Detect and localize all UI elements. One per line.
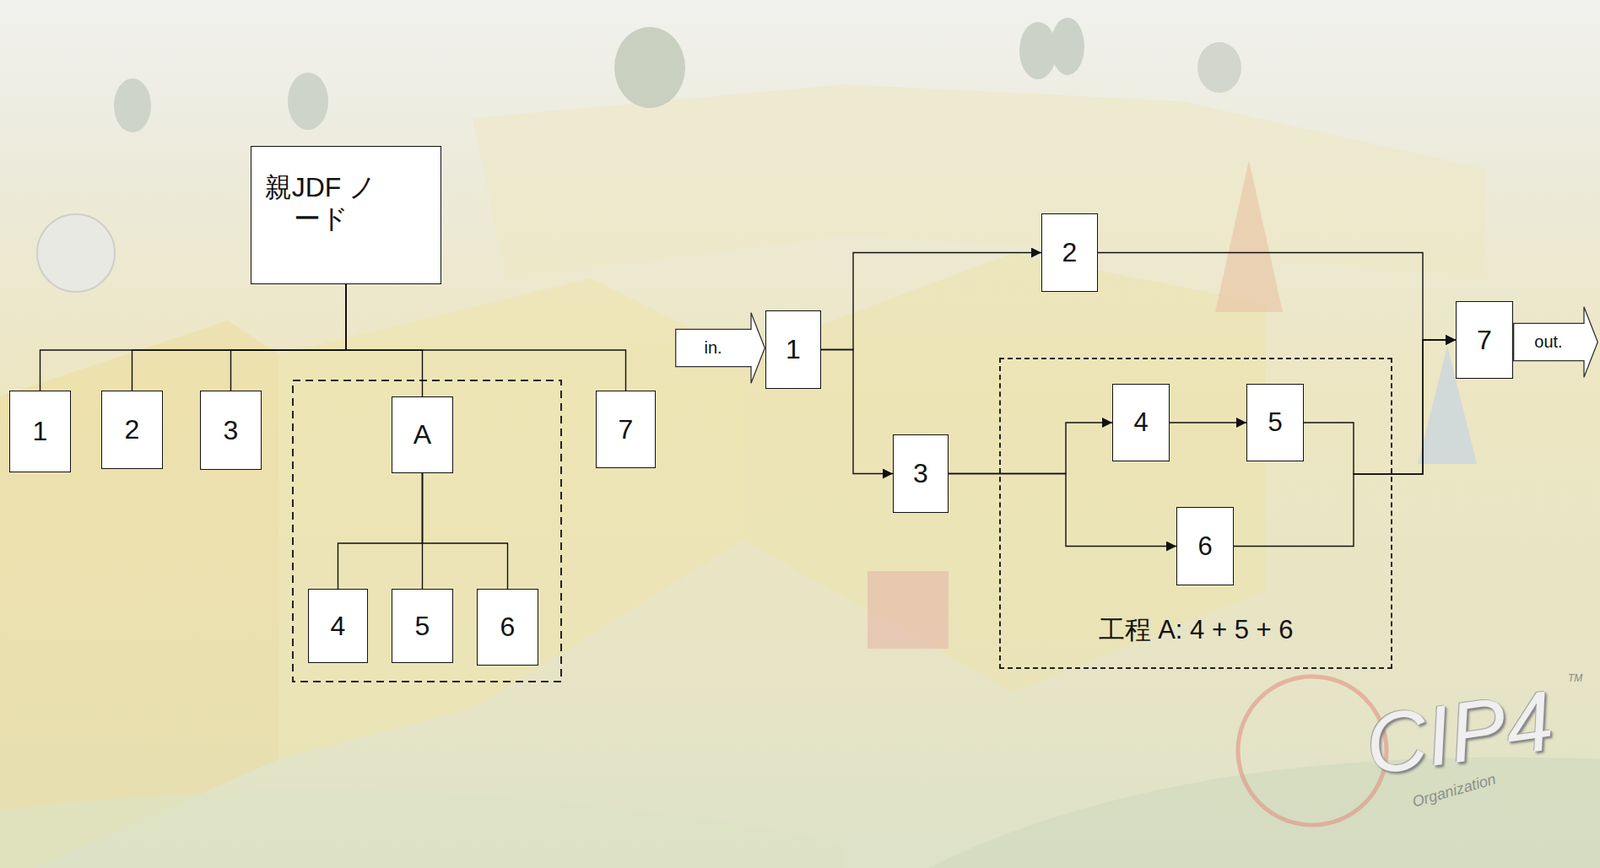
- dashed-group-outline: [292, 380, 562, 682]
- node-label: out.: [1534, 332, 1563, 352]
- input-arrow: in.: [675, 312, 766, 384]
- process-box: 3: [892, 434, 949, 514]
- node-label: 2: [1062, 237, 1078, 269]
- yellow-wall: [0, 320, 279, 868]
- process-box: 7: [1455, 301, 1514, 379]
- process-box: 1: [9, 390, 71, 473]
- arrow-shape: [675, 313, 766, 384]
- connector: [40, 284, 347, 391]
- parent-node-box: 親JDF ノード: [250, 145, 442, 285]
- connector: [821, 253, 1042, 351]
- tree: [614, 27, 686, 109]
- node-label: 3: [223, 415, 239, 447]
- connector: [821, 350, 893, 475]
- green-hill: [0, 791, 844, 868]
- connector: [231, 284, 347, 391]
- process-box: 1: [765, 310, 822, 390]
- tree: [1050, 17, 1085, 76]
- watermark-logo: CIP4: [1360, 677, 1558, 788]
- group-title: 工程 A: 4 + 5 + 6: [1098, 615, 1294, 646]
- process-box: 5: [1246, 383, 1304, 462]
- process-box: 2: [101, 390, 163, 470]
- process-box: 2: [1041, 213, 1098, 292]
- node-label: 7: [1476, 324, 1492, 357]
- arrow-shape: [1513, 307, 1599, 379]
- node-label: 4: [1133, 407, 1148, 438]
- process-box: 4: [308, 589, 368, 664]
- process-box: 6: [476, 589, 539, 666]
- yellow-wall: [472, 84, 1486, 279]
- connector: [132, 284, 347, 391]
- node-label: 5: [1267, 407, 1282, 438]
- node-label: 5: [415, 610, 431, 643]
- node-label: 親JDF ノード: [263, 172, 379, 235]
- tree: [113, 78, 152, 133]
- connector: [948, 474, 1177, 547]
- tree: [1197, 42, 1242, 93]
- node-label: A: [413, 419, 432, 451]
- process-box: 3: [200, 390, 262, 471]
- process-box: A: [391, 396, 454, 474]
- node-label: 1: [32, 416, 49, 448]
- output-arrow: out.: [1513, 306, 1599, 379]
- process-box: 7: [595, 390, 656, 469]
- node-label: 2: [124, 414, 141, 446]
- green-hill: [928, 757, 1600, 868]
- process-group: 4 5 6 工程 A: 4 + 5 + 6: [999, 357, 1393, 670]
- node-label: 6: [1197, 531, 1212, 563]
- orange-pyramid: [1215, 160, 1283, 313]
- globe-sculpture: [37, 214, 115, 292]
- node-label: 7: [618, 414, 634, 446]
- connector: [1233, 340, 1456, 547]
- node-label: 1: [785, 334, 801, 366]
- tree: [287, 72, 329, 130]
- yellow-wall: [278, 278, 743, 760]
- process-box: 4: [1112, 383, 1170, 462]
- node-label: 4: [330, 610, 346, 643]
- red-container: [867, 571, 949, 649]
- connector: [1303, 340, 1456, 475]
- connector: [338, 473, 423, 590]
- connector: [948, 422, 1113, 475]
- node-label: 6: [500, 611, 516, 644]
- node-label: in.: [703, 338, 722, 358]
- connector: [345, 284, 423, 397]
- process-box: 6: [1176, 507, 1234, 586]
- connector: [1097, 253, 1456, 341]
- connector: [422, 473, 509, 590]
- process-box: 5: [391, 589, 454, 664]
- logo-ring: [1237, 676, 1387, 826]
- connector: [1169, 421, 1247, 423]
- connector: [345, 284, 627, 391]
- node-label: 3: [913, 458, 929, 490]
- trademark-mark: TM: [1567, 673, 1583, 684]
